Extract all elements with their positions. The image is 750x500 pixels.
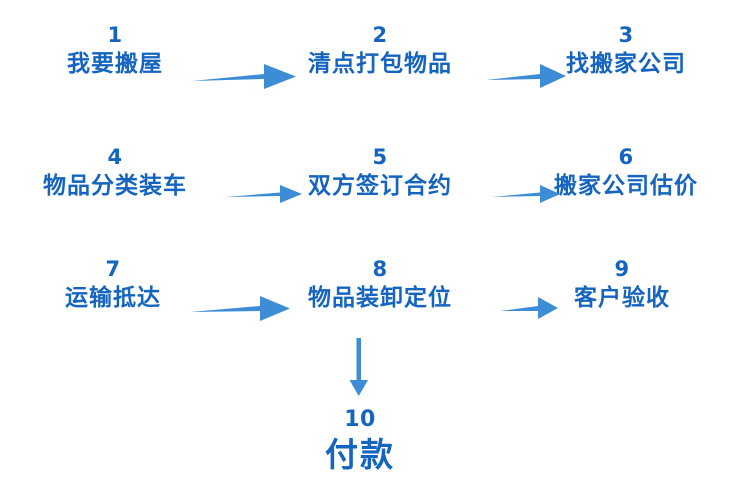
flow-step-3[interactable]: 3 找搬家公司: [566, 22, 686, 80]
flow-step-10[interactable]: 10 付款: [325, 406, 395, 476]
step-label: 物品分类装车: [43, 173, 187, 199]
step-number: 3: [618, 23, 634, 47]
step-label: 客户验收: [574, 285, 670, 311]
step-label: 我要搬屋: [67, 51, 163, 77]
step-number: 9: [614, 257, 630, 281]
flow-step-8[interactable]: 8 物品装卸定位: [308, 256, 452, 314]
flow-step-4[interactable]: 4 物品分类装车: [43, 144, 187, 202]
arrow-right-icon: [498, 294, 560, 322]
step-number: 5: [372, 145, 388, 169]
step-number: 6: [618, 145, 634, 169]
flow-step-6[interactable]: 6 搬家公司估价: [554, 144, 698, 202]
step-label: 搬家公司估价: [554, 173, 698, 199]
step-number: 7: [105, 257, 121, 281]
arrow-right-icon: [484, 61, 568, 91]
flow-step-2[interactable]: 2 清点打包物品: [308, 22, 452, 80]
step-label: 付款: [325, 435, 395, 474]
flow-step-1[interactable]: 1 我要搬屋: [67, 22, 163, 80]
step-label: 找搬家公司: [566, 51, 686, 77]
step-label: 双方签订合约: [308, 173, 452, 199]
step-number: 8: [372, 257, 388, 281]
arrow-right-icon: [224, 182, 304, 206]
flow-step-5[interactable]: 5 双方签订合约: [308, 144, 452, 202]
step-number: 4: [107, 145, 123, 169]
arrow-right-icon: [190, 60, 298, 92]
flow-step-7[interactable]: 7 运输抵达: [65, 256, 161, 314]
arrow-right-icon: [490, 182, 562, 206]
step-number: 10: [344, 407, 376, 432]
step-label: 运输抵达: [65, 285, 161, 311]
arrow-down-icon: [346, 338, 372, 398]
arrow-right-icon: [188, 293, 292, 323]
step-number: 2: [372, 23, 388, 47]
step-label: 清点打包物品: [308, 51, 452, 77]
step-number: 1: [107, 23, 123, 47]
flow-step-9[interactable]: 9 客户验收: [574, 256, 670, 314]
step-label: 物品装卸定位: [308, 285, 452, 311]
